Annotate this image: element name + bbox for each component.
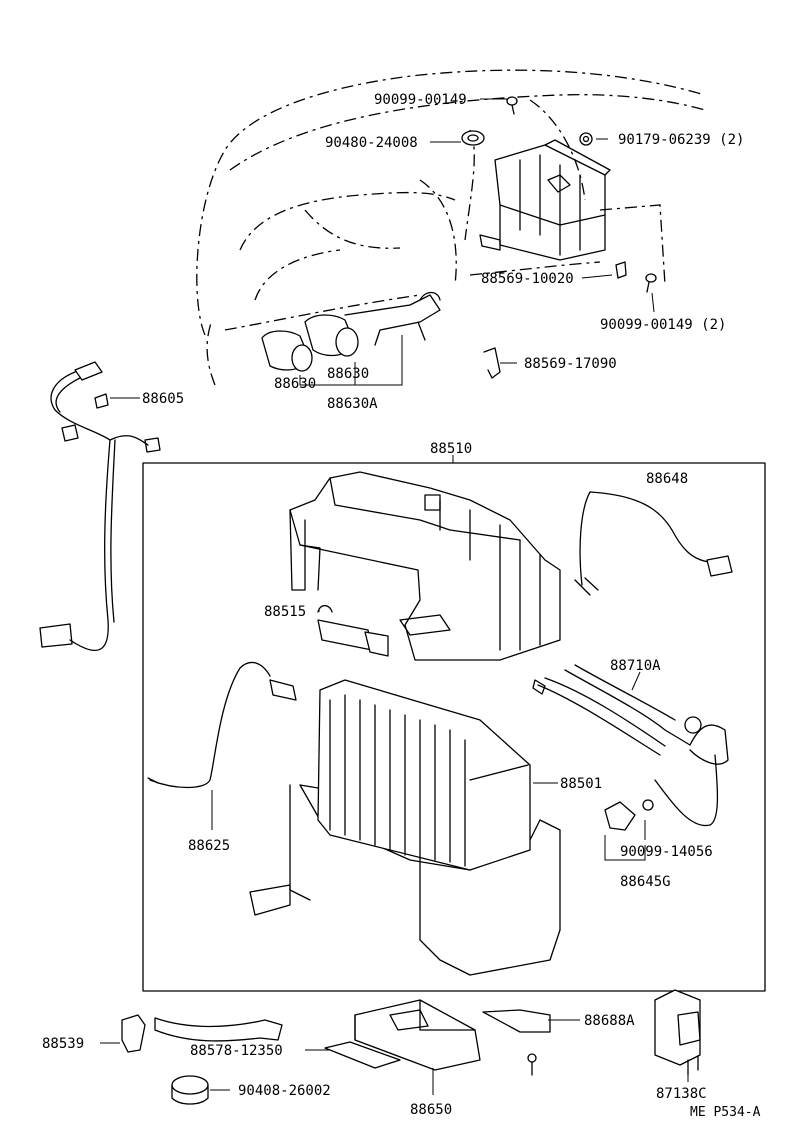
grommet-90408-26002 xyxy=(171,1075,209,1105)
label-90099-00149-top: 90099-00149 xyxy=(374,92,467,108)
hose-88578-12350 xyxy=(154,1017,283,1042)
bracket-88688A xyxy=(482,1009,551,1076)
relay-88630-left xyxy=(261,330,313,372)
label-88569-10020: 88569-10020 xyxy=(481,271,574,287)
label-88569-17090: 88569-17090 xyxy=(524,356,617,372)
label-88710A: 88710A xyxy=(610,658,661,674)
label-88578-12350: 88578-12350 xyxy=(190,1043,283,1059)
clip-88569-10020 xyxy=(615,261,627,279)
assembly-frame-88510 xyxy=(142,462,766,992)
screw-90099-00149-top xyxy=(506,96,518,115)
screw-90099-00149-2 xyxy=(645,273,657,293)
label-90480-24008: 90480-24008 xyxy=(325,135,418,151)
label-90099-14056: 90099-14056 xyxy=(620,844,713,860)
label-88605: 88605 xyxy=(142,391,184,407)
label-90408-26002: 90408-26002 xyxy=(238,1083,331,1099)
label-88630-right: 88630 xyxy=(327,366,369,382)
clip-88569-17090 xyxy=(483,347,501,379)
pressure-switch-88645G xyxy=(604,799,654,831)
label-88650: 88650 xyxy=(410,1102,452,1118)
hose-88539 xyxy=(121,1014,146,1053)
label-88645G: 88645G xyxy=(620,874,671,890)
tube-88710A xyxy=(532,664,729,827)
diagram-code: ME P534-A xyxy=(690,1105,761,1120)
label-90099-00149-2: 90099-00149 (2) xyxy=(600,317,726,333)
thermistor-88515 xyxy=(317,604,389,657)
label-88648: 88648 xyxy=(646,471,688,487)
relay-bracket-88630A xyxy=(344,291,441,346)
label-88501: 88501 xyxy=(560,776,602,792)
label-88688A: 88688A xyxy=(584,1013,635,1029)
label-88630-left: 88630 xyxy=(274,376,316,392)
amplifier-bracket xyxy=(479,139,611,261)
label-88515: 88515 xyxy=(264,604,306,620)
grommet-90480-24008 xyxy=(461,130,485,146)
amplifier-88650 xyxy=(324,999,481,1071)
label-87138C: 87138C xyxy=(656,1086,707,1102)
sensor-88625 xyxy=(147,661,297,789)
label-88630A: 88630A xyxy=(327,396,378,412)
relay-88630-right xyxy=(304,314,359,357)
leader-lines xyxy=(100,98,689,1095)
wire-harness-88605 xyxy=(39,361,161,652)
evaporator-core-88501 xyxy=(317,679,531,871)
part-labels: 90099-00149 90480-24008 90179-06239 (2) … xyxy=(42,92,761,1120)
label-90179-06239: 90179-06239 (2) xyxy=(618,132,744,148)
label-88539: 88539 xyxy=(42,1036,84,1052)
nut-90179-06239 xyxy=(579,132,593,146)
connector-87138C xyxy=(654,989,701,1076)
label-88625: 88625 xyxy=(188,838,230,854)
label-88510: 88510 xyxy=(430,441,472,457)
upper-case xyxy=(289,471,561,661)
sensor-88648 xyxy=(574,491,733,596)
